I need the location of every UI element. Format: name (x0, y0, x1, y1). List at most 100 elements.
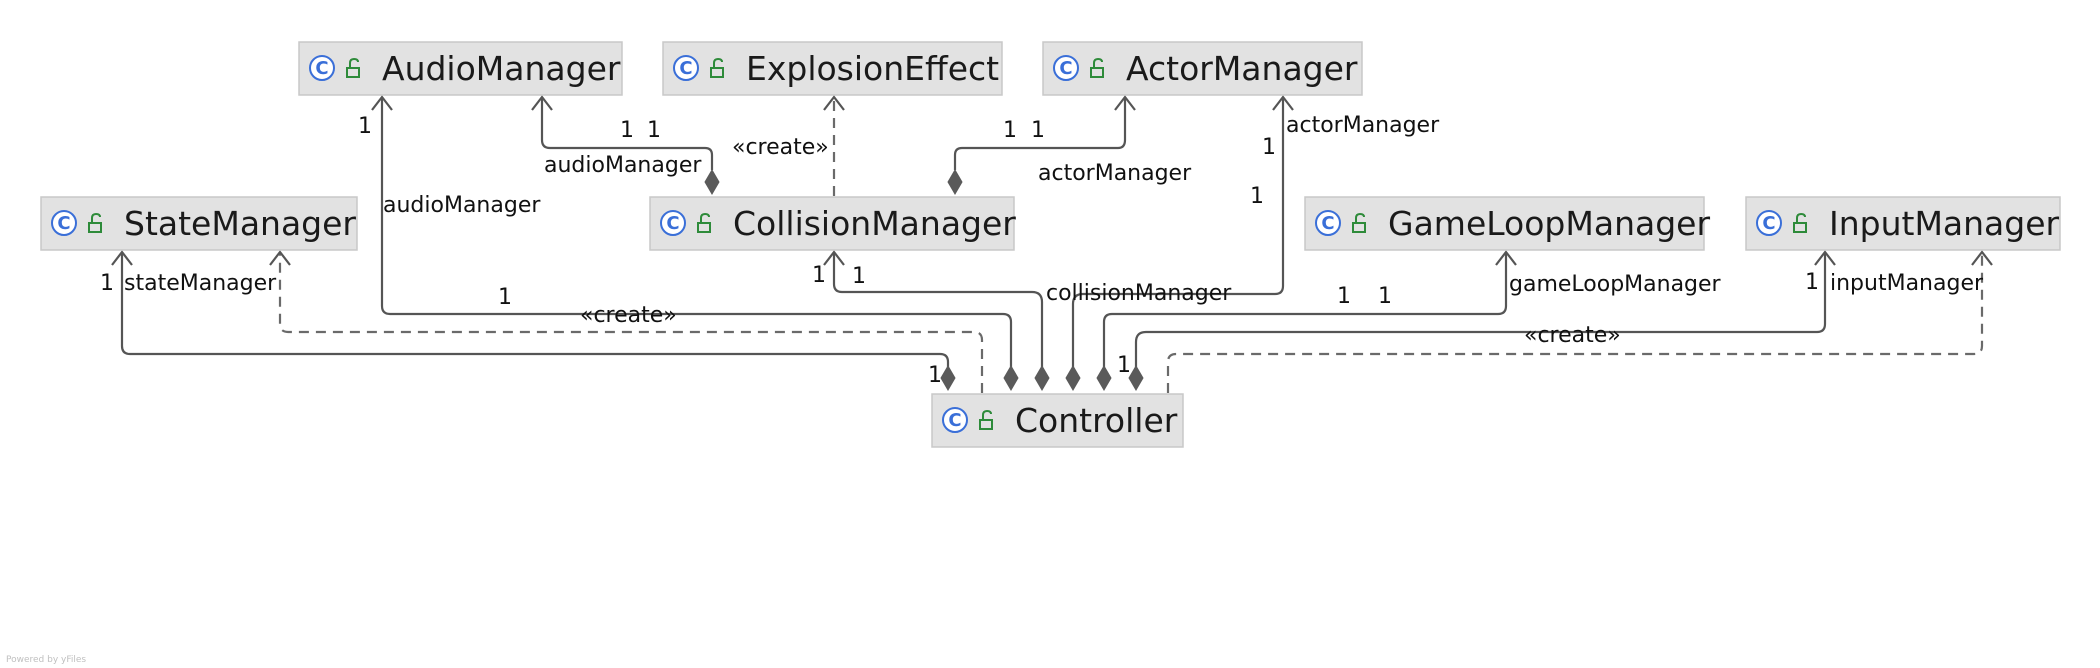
edge-controller-input[interactable] (1134, 252, 1827, 367)
class-circle-icon: C (1053, 55, 1079, 81)
label-col-audio-one-b: 1 (647, 118, 661, 143)
diamond-controller-gameloop (1096, 365, 1112, 391)
arrowhead-controller-gameloop (1495, 250, 1517, 266)
edge-controller-state[interactable] (120, 252, 950, 367)
arrowhead-controller-state (111, 250, 133, 266)
label-ctrl-collision-one-a: 1 (812, 263, 826, 288)
footer-credit: Powered by yFiles (6, 655, 86, 665)
class-name-audio-manager: AudioManager (382, 49, 621, 88)
edges (111, 95, 1993, 393)
class-state-manager[interactable]: C StateManager (40, 196, 358, 251)
svg-text:C: C (948, 410, 961, 431)
label-col-audio-one-a: 1 (620, 118, 634, 143)
class-name-state-manager: StateManager (124, 204, 356, 243)
public-lock-icon (697, 212, 711, 233)
public-lock-icon (88, 212, 102, 233)
class-audio-manager[interactable]: C AudioManager (298, 41, 623, 96)
class-collision-manager[interactable]: C CollisionManager (649, 196, 1016, 251)
label-ctrl-input-create: «create» (1524, 323, 1621, 348)
class-explosion-effect[interactable]: C ExplosionEffect (662, 41, 1003, 96)
edge-labels: 1 1 audioManager «create» 1 1 actorManag… (100, 113, 1984, 388)
class-game-loop-manager[interactable]: C GameLoopManager (1304, 196, 1710, 251)
diamond-controller-input (1128, 365, 1144, 391)
label-col-actor-one-b: 1 (1031, 118, 1045, 143)
edge-controller-collision[interactable] (832, 252, 1044, 367)
diamond-controller-audio (1003, 365, 1019, 391)
edge-collision-actor[interactable] (953, 97, 1127, 170)
diamond-collision-audio (704, 169, 720, 195)
diamond-controller-actor (1065, 365, 1081, 391)
class-name-controller: Controller (1015, 401, 1178, 440)
class-actor-manager[interactable]: C ActorManager (1042, 41, 1363, 96)
class-circle-icon: C (942, 407, 968, 433)
edge-controller-state-create[interactable] (278, 252, 984, 393)
arrowhead-controller-audio (371, 95, 393, 111)
svg-text:C: C (666, 213, 679, 234)
label-ctrl-gameloop-role: gameLoopManager (1509, 272, 1722, 297)
label-ctrl-state-one: 1 (100, 271, 114, 296)
arrowhead-controller-state-create (269, 250, 291, 266)
edge-controller-gameloop[interactable] (1102, 252, 1508, 367)
class-name-actor-manager: ActorManager (1126, 49, 1358, 88)
edge-controller-input-create[interactable] (1166, 252, 1984, 393)
public-lock-icon (710, 57, 724, 78)
public-lock-icon (1090, 57, 1104, 78)
class-input-manager[interactable]: C InputManager (1745, 196, 2061, 251)
label-ctrl-near-one-b: 1 (1117, 353, 1131, 378)
label-col-actor-one-a: 1 (1003, 118, 1017, 143)
label-col-actor-role: actorManager (1038, 161, 1192, 186)
class-circle-icon: C (1315, 210, 1341, 236)
class-circle-icon: C (660, 210, 686, 236)
label-ctrl-audio-one-mid: 1 (498, 285, 512, 310)
svg-text:C: C (315, 58, 328, 79)
public-lock-icon (1793, 212, 1807, 233)
label-ctrl-gameloop-one-a: 1 (1337, 284, 1351, 309)
arrowhead-collision-audio (531, 95, 553, 111)
arrowhead-controller-input (1814, 250, 1836, 266)
label-ctrl-actor-role: actorManager (1286, 113, 1440, 138)
svg-text:C: C (57, 213, 70, 234)
diamond-collision-actor (947, 169, 963, 195)
diamond-controller-collision (1034, 365, 1050, 391)
svg-text:C: C (679, 58, 692, 79)
label-ctrl-input-role: inputManager (1830, 271, 1984, 296)
label-col-create: «create» (732, 135, 829, 160)
public-lock-icon (979, 409, 993, 430)
diamond-controller-state (940, 365, 956, 391)
label-ctrl-input-one: 1 (1805, 270, 1819, 295)
class-circle-icon: C (309, 55, 335, 81)
class-name-input-manager: InputManager (1829, 204, 2060, 243)
label-ctrl-collision-role: collisionManager (1046, 281, 1232, 306)
class-name-game-loop-manager: GameLoopManager (1388, 204, 1710, 243)
label-ctrl-audio-role: audioManager (383, 193, 541, 218)
label-ctrl-gameloop-one-b: 1 (1378, 284, 1392, 309)
label-ctrl-state-role: stateManager (124, 271, 277, 296)
label-ctrl-actor-one-top: 1 (1262, 135, 1276, 160)
arrowhead-collision-explosion (823, 95, 845, 111)
arrowhead-controller-collision (823, 250, 845, 266)
arrowhead-collision-actor (1114, 95, 1136, 111)
svg-text:C: C (1059, 58, 1072, 79)
public-lock-icon (1352, 212, 1366, 233)
edge-controller-audio[interactable] (380, 97, 1013, 367)
label-ctrl-collision-one-b: 1 (852, 264, 866, 289)
label-ctrl-state-create: «create» (580, 303, 677, 328)
class-name-explosion-effect: ExplosionEffect (746, 49, 999, 88)
arrowhead-controller-actor (1272, 95, 1294, 111)
label-ctrl-audio-one-top: 1 (358, 114, 372, 139)
edge-collision-audio[interactable] (540, 97, 714, 170)
public-lock-icon (346, 57, 360, 78)
svg-text:C: C (1321, 213, 1334, 234)
label-ctrl-actor-one-mid: 1 (1250, 184, 1264, 209)
class-controller[interactable]: C Controller (931, 393, 1184, 448)
class-name-collision-manager: CollisionManager (733, 204, 1016, 243)
edge-controller-actor[interactable] (1071, 97, 1285, 367)
arrowhead-controller-input-create (1971, 250, 1993, 266)
label-ctrl-near-one-a: 1 (928, 363, 942, 388)
class-circle-icon: C (673, 55, 699, 81)
class-circle-icon: C (1756, 210, 1782, 236)
class-circle-icon: C (51, 210, 77, 236)
svg-text:C: C (1762, 213, 1775, 234)
label-col-audio-role: audioManager (544, 153, 702, 178)
